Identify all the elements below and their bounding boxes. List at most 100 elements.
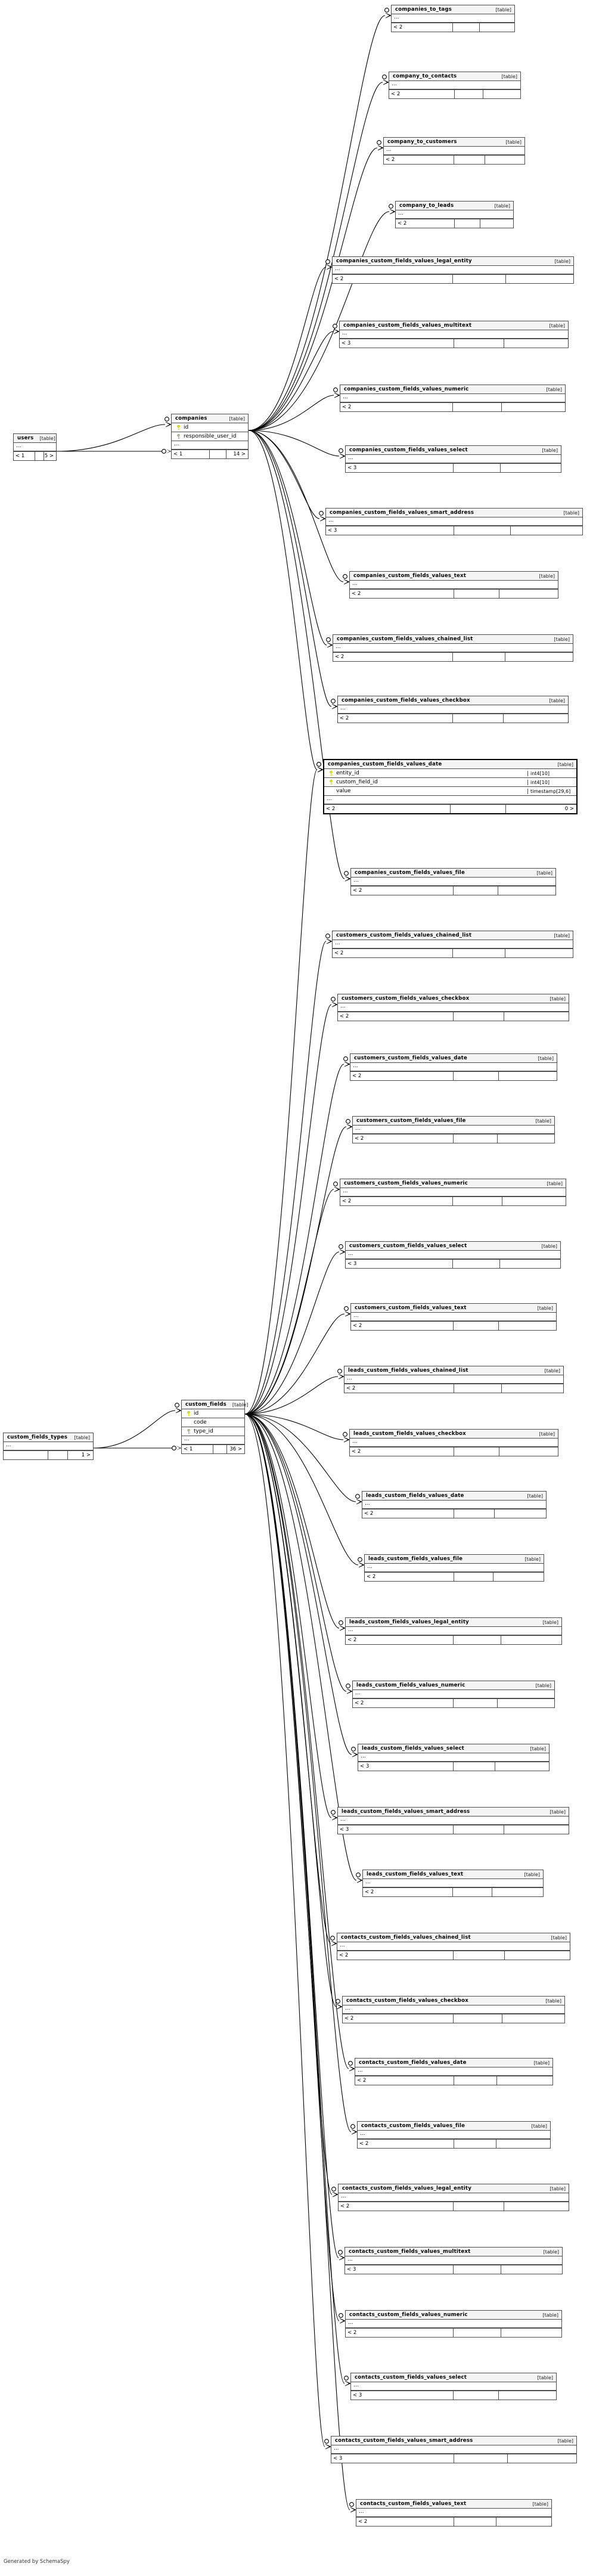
incoming-relationship-count[interactable]: < 2 <box>363 1888 453 1896</box>
outgoing-relationship-count[interactable] <box>498 886 555 895</box>
outgoing-relationship-count[interactable] <box>501 2265 562 2274</box>
incoming-relationship-count[interactable]: < 2 <box>338 714 453 723</box>
table-node-contacts-custom-fields-values-text[interactable]: contacts_custom_fields_values_text[table… <box>356 2499 552 2527</box>
outgoing-relationship-count[interactable] <box>502 1384 563 1393</box>
incoming-relationship-count[interactable]: < 3 <box>326 526 454 535</box>
incoming-relationship-count[interactable]: < 2 <box>343 2014 454 2023</box>
incoming-relationship-count[interactable]: < 3 <box>338 1825 454 1834</box>
table-column-row[interactable]: code <box>182 1418 244 1427</box>
table-node-leads-custom-fields-values-numeric[interactable]: leads_custom_fields_values_numeric[table… <box>352 1681 555 1708</box>
incoming-relationship-count[interactable]: < 2 <box>346 1636 454 1644</box>
outgoing-relationship-count[interactable] <box>501 1636 561 1644</box>
outgoing-relationship-count[interactable]: 36 > <box>229 1446 242 1452</box>
incoming-relationship-count[interactable]: < 3 <box>340 339 454 348</box>
table-node-contacts-custom-fields-values-legal-entity[interactable]: contacts_custom_fields_values_legal_enti… <box>338 2184 569 2211</box>
table-node-companies-custom-fields-values-checkbox[interactable]: companies_custom_fields_values_checkbox[… <box>337 696 569 723</box>
outgoing-relationship-count[interactable] <box>499 1322 556 1330</box>
incoming-relationship-count[interactable]: < 2 <box>351 886 454 895</box>
incoming-relationship-count[interactable]: < 3 <box>345 2265 454 2274</box>
incoming-relationship-count[interactable]: < 3 <box>346 1260 453 1268</box>
incoming-relationship-count[interactable]: < 3 <box>331 2454 454 2463</box>
table-node-contacts-custom-fields-values-checkbox[interactable]: contacts_custom_fields_values_checkbox[t… <box>342 1996 565 2023</box>
table-column-row[interactable]: id <box>182 1409 244 1418</box>
outgoing-relationship-count[interactable]: 14 > <box>233 451 246 457</box>
incoming-relationship-count[interactable]: < 2 <box>384 156 454 164</box>
table-node-companies-custom-fields-values-date[interactable]: companies_custom_fields_values_date[tabl… <box>323 759 578 814</box>
table-node-customers-custom-fields-values-chained-list[interactable]: customers_custom_fields_values_chained_l… <box>332 931 573 958</box>
outgoing-relationship-count[interactable] <box>502 403 565 411</box>
incoming-relationship-count[interactable]: < 2 <box>353 1134 454 1143</box>
table-node-leads-custom-fields-values-file[interactable]: leads_custom_fields_values_file[table]..… <box>364 1554 544 1582</box>
incoming-relationship-count[interactable]: < 2 <box>337 1951 454 1960</box>
table-node-companies-custom-fields-values-multitext[interactable]: companies_custom_fields_values_multitext… <box>339 321 569 348</box>
outgoing-relationship-count[interactable] <box>505 1951 570 1960</box>
outgoing-relationship-count[interactable] <box>504 1012 569 1021</box>
outgoing-relationship-count[interactable] <box>499 2391 556 2400</box>
table-node-companies-custom-fields-values-smart-address[interactable]: companies_custom_fields_values_smart_add… <box>325 508 583 535</box>
incoming-relationship-count[interactable]: < 3 <box>346 464 454 472</box>
incoming-relationship-count[interactable]: < 2 <box>333 275 453 283</box>
incoming-relationship-count[interactable]: < 2 <box>365 1573 454 1581</box>
table-node-leads-custom-fields-values-legal-entity[interactable]: leads_custom_fields_values_legal_entity[… <box>345 1617 562 1645</box>
table-node-customers-custom-fields-values-date[interactable]: customers_custom_fields_values_date[tabl… <box>350 1053 557 1081</box>
table-node-customers-custom-fields-values-text[interactable]: customers_custom_fields_values_text[tabl… <box>350 1303 557 1331</box>
incoming-relationship-count[interactable]: < 2 <box>355 2076 454 2085</box>
outgoing-relationship-count[interactable] <box>499 1447 558 1456</box>
incoming-relationship-count[interactable]: < 2 <box>389 90 455 98</box>
outgoing-relationship-count[interactable] <box>501 2329 561 2337</box>
incoming-relationship-count[interactable]: < 2 <box>338 1012 454 1021</box>
outgoing-relationship-count[interactable] <box>511 526 582 535</box>
outgoing-relationship-count[interactable] <box>502 2014 564 2023</box>
table-node-contacts-custom-fields-values-chained-list[interactable]: contacts_custom_fields_values_chained_li… <box>337 1933 570 1960</box>
outgoing-relationship-count[interactable] <box>499 1072 557 1080</box>
table-node-customers-custom-fields-values-checkbox[interactable]: customers_custom_fields_values_checkbox[… <box>337 994 569 1021</box>
table-node-companies-custom-fields-values-file[interactable]: companies_custom_fields_values_file[tabl… <box>350 868 556 895</box>
incoming-relationship-count[interactable]: < 2 <box>340 1197 453 1205</box>
incoming-relationship-count[interactable]: < 2 <box>333 653 453 661</box>
outgoing-relationship-count[interactable] <box>496 2518 551 2526</box>
outgoing-relationship-count[interactable] <box>504 339 568 348</box>
table-node-custom-fields-types[interactable]: custom_fields_types[table]...1 > <box>3 1433 94 1460</box>
table-node-leads-custom-fields-values-text[interactable]: leads_custom_fields_values_text[table]..… <box>362 1870 544 1897</box>
outgoing-relationship-count[interactable] <box>502 1197 566 1205</box>
table-node-companies-custom-fields-values-numeric[interactable]: companies_custom_fields_values_numeric[t… <box>340 385 566 412</box>
outgoing-relationship-count[interactable] <box>499 590 558 598</box>
incoming-relationship-count[interactable]: < 3 <box>358 1762 454 1771</box>
incoming-relationship-count[interactable]: < 1 <box>14 452 35 460</box>
outgoing-relationship-count[interactable] <box>492 1888 543 1896</box>
incoming-relationship-count[interactable]: < 2 <box>358 2140 454 2148</box>
incoming-relationship-count[interactable]: < 2 <box>350 590 454 598</box>
table-node-leads-custom-fields-values-select[interactable]: leads_custom_fields_values_select[table]… <box>358 1744 550 1771</box>
outgoing-relationship-count[interactable] <box>498 1699 554 1707</box>
incoming-relationship-count[interactable]: < 2 <box>340 403 453 411</box>
outgoing-relationship-count[interactable] <box>505 653 573 661</box>
table-column-row[interactable]: responsible_user_id <box>172 432 248 441</box>
incoming-relationship-count[interactable]: < 2 <box>356 2518 454 2526</box>
outgoing-relationship-count[interactable] <box>495 1762 549 1771</box>
incoming-relationship-count[interactable]: < 2 <box>339 2202 454 2211</box>
table-node-leads-custom-fields-values-date[interactable]: leads_custom_fields_values_date[table]..… <box>362 1491 547 1518</box>
outgoing-relationship-count[interactable] <box>500 1260 560 1268</box>
outgoing-relationship-count[interactable] <box>480 219 513 228</box>
outgoing-relationship-count[interactable] <box>505 949 573 957</box>
incoming-relationship-count[interactable]: < 2 <box>324 805 451 813</box>
table-node-customers-custom-fields-values-file[interactable]: customers_custom_fields_values_file[tabl… <box>352 1116 555 1143</box>
outgoing-relationship-count[interactable] <box>506 275 573 283</box>
outgoing-relationship-count[interactable] <box>501 464 561 472</box>
outgoing-relationship-count[interactable] <box>504 714 568 723</box>
incoming-relationship-count[interactable]: < 2 <box>350 1072 454 1080</box>
incoming-relationship-count[interactable]: < 2 <box>362 1509 454 1518</box>
table-node-contacts-custom-fields-values-select[interactable]: contacts_custom_fields_values_select[tab… <box>350 2373 557 2400</box>
outgoing-relationship-count[interactable] <box>495 1509 546 1518</box>
outgoing-relationship-count[interactable] <box>504 1825 569 1834</box>
table-node-companies-custom-fields-values-chained-list[interactable]: companies_custom_fields_values_chained_l… <box>333 634 573 662</box>
table-node-company-to-leads[interactable]: company_to_leads[table]...< 2 <box>395 201 514 228</box>
table-node-companies-custom-fields-values-legal-entity[interactable]: companies_custom_fields_values_legal_ent… <box>332 256 574 284</box>
table-node-companies-custom-fields-values-select[interactable]: companies_custom_fields_values_select[ta… <box>345 445 561 473</box>
outgoing-relationship-count[interactable]: 5 > <box>44 453 54 459</box>
